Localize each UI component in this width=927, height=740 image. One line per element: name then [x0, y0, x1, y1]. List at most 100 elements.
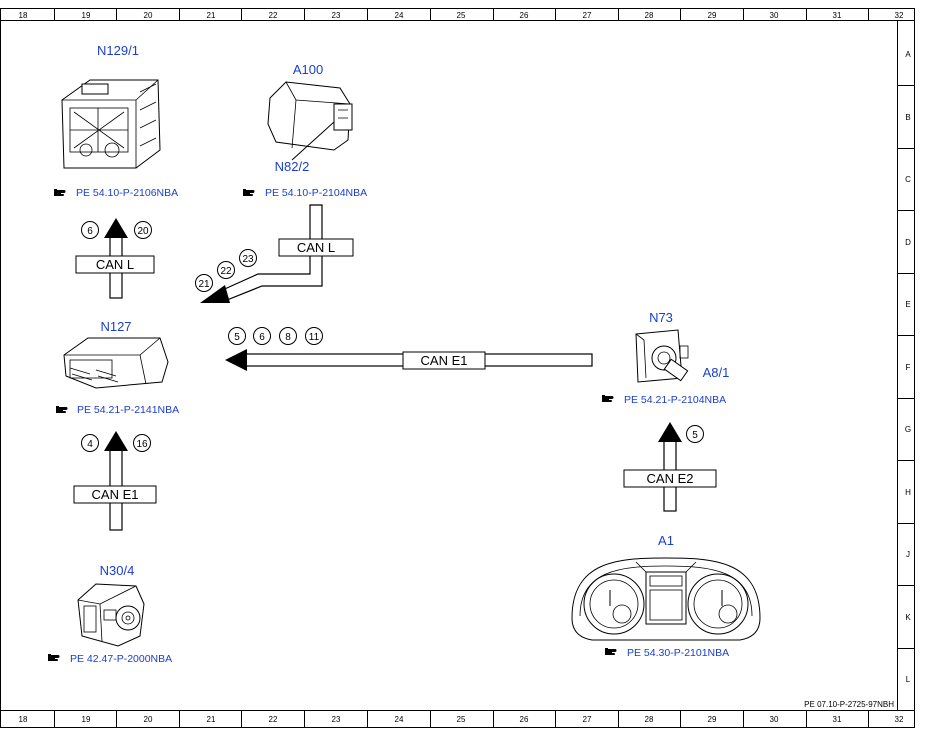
- service-ref-link[interactable]: PE 42.47-P-2000NBA: [70, 653, 172, 665]
- connector-pin: 21: [195, 274, 213, 292]
- ignition-switch-image: [635, 329, 689, 383]
- can-e1-link-horizontal[interactable]: CAN E1 5 6 8 11: [225, 327, 593, 372]
- can-e2-link[interactable]: CAN E2 5: [623, 422, 717, 512]
- control-unit-image: [63, 337, 169, 389]
- component-n30-4[interactable]: N30/4 PE 42.47-P-2000NBA: [48, 563, 172, 665]
- component-a100[interactable]: A100 N82/2 PE 54.10-P-2104NBA: [243, 62, 367, 199]
- hand-pointer-icon: [605, 648, 617, 655]
- connector-pin: 22: [217, 261, 235, 279]
- col-tick: 20: [144, 715, 153, 724]
- hand-pointer-icon: [48, 654, 60, 661]
- bus-label: CAN E1: [92, 487, 139, 502]
- instrument-cluster-image: [571, 557, 761, 641]
- connector-pin: 5: [228, 327, 246, 345]
- row-tick: H: [905, 488, 911, 497]
- service-ref-link[interactable]: PE 54.30-P-2101NBA: [627, 647, 729, 659]
- col-tick: 28: [645, 11, 654, 20]
- can-l-link-diagonal[interactable]: CAN L 21 22 23: [195, 204, 354, 303]
- connector-pin: 5: [686, 425, 704, 443]
- arrow-left-icon: [225, 349, 247, 371]
- component-sub-label: N82/2: [275, 159, 310, 174]
- bus-label: CAN L: [96, 257, 134, 272]
- connector-pin: 23: [239, 249, 257, 267]
- svg-text:6: 6: [87, 226, 93, 237]
- hand-pointer-icon: [54, 189, 66, 196]
- col-tick: 28: [645, 715, 654, 724]
- col-tick: 22: [269, 715, 278, 724]
- service-ref-link[interactable]: PE 54.21-P-2104NBA: [624, 394, 726, 406]
- component-n73[interactable]: N73 A8/1 PE 54.21-P-2104NBA: [602, 310, 729, 406]
- col-tick: 30: [770, 715, 779, 724]
- svg-text:21: 21: [198, 279, 210, 290]
- col-tick: 27: [583, 715, 592, 724]
- col-tick: 19: [82, 715, 91, 724]
- svg-text:5: 5: [692, 430, 698, 441]
- col-tick: 30: [770, 11, 779, 20]
- bus-label: CAN L: [297, 240, 335, 255]
- row-tick: E: [905, 300, 910, 309]
- drawing-frame: [0, 8, 915, 728]
- component-label: N127: [100, 319, 131, 334]
- col-tick: 18: [19, 11, 28, 20]
- row-tick: G: [905, 425, 911, 434]
- component-n129-1[interactable]: N129/1 PE 54.10-P-2106NBA: [54, 43, 178, 199]
- svg-text:8: 8: [285, 332, 291, 343]
- arrow-up-icon: [658, 422, 682, 442]
- component-sub-label: A8/1: [703, 365, 730, 380]
- row-tick: L: [906, 675, 911, 684]
- connector-pin: 6: [81, 221, 99, 239]
- row-tick: F: [906, 363, 911, 372]
- row-tick: C: [905, 175, 911, 184]
- component-n127[interactable]: N127 PE 54.21-P-2141NBA: [56, 319, 179, 416]
- svg-text:22: 22: [220, 266, 232, 277]
- hand-pointer-icon: [243, 189, 255, 196]
- col-tick: 32: [895, 715, 904, 724]
- hand-pointer-icon: [56, 406, 68, 413]
- abs-module-image: [77, 583, 145, 647]
- row-scale-right: A B C D E F G H J K L: [898, 50, 915, 684]
- column-scale-top: 18 19 20 21 22 23 24 25 26 27 28 29 30 3…: [19, 8, 904, 20]
- connector-pin: 11: [305, 327, 323, 345]
- hand-pointer-icon: [602, 395, 614, 402]
- col-tick: 26: [520, 11, 529, 20]
- row-tick: B: [905, 113, 910, 122]
- col-tick: 21: [207, 715, 216, 724]
- can-e1-link-vertical[interactable]: CAN E1 4 16: [73, 431, 157, 531]
- row-tick: K: [905, 613, 911, 622]
- component-label: A1: [658, 533, 674, 548]
- row-tick: D: [905, 238, 911, 247]
- svg-text:4: 4: [87, 439, 93, 450]
- service-ref-link[interactable]: PE 54.10-P-2104NBA: [265, 187, 367, 199]
- col-tick: 21: [207, 11, 216, 20]
- arrow-down-left-icon: [200, 285, 230, 303]
- footer-code: PE 07.10-P-2725-97NBH: [804, 700, 894, 709]
- col-tick: 19: [82, 11, 91, 20]
- svg-text:20: 20: [137, 226, 149, 237]
- service-ref-link[interactable]: PE 54.21-P-2141NBA: [77, 404, 179, 416]
- col-tick: 23: [332, 11, 341, 20]
- svg-text:11: 11: [309, 332, 320, 343]
- column-scale-bottom: 18 19 20 21 22 23 24 25 26 27 28 29 30 3…: [19, 711, 904, 727]
- col-tick: 31: [833, 715, 842, 724]
- connector-pin: 8: [279, 327, 297, 345]
- arrow-up-icon: [104, 218, 128, 238]
- col-tick: 18: [19, 715, 28, 724]
- can-l-link-left[interactable]: CAN L 6 20: [75, 218, 155, 299]
- service-ref-link[interactable]: PE 54.10-P-2106NBA: [76, 187, 178, 199]
- svg-text:23: 23: [242, 254, 254, 265]
- svg-text:6: 6: [259, 332, 265, 343]
- connector-pin: 6: [253, 327, 271, 345]
- col-tick: 22: [269, 11, 278, 20]
- col-tick: 24: [395, 11, 404, 20]
- svg-text:16: 16: [136, 439, 148, 450]
- component-label: N129/1: [97, 43, 139, 58]
- col-tick: 25: [457, 715, 466, 724]
- row-tick: J: [906, 550, 910, 559]
- component-a1[interactable]: A1 PE 54.30-P-2101NBA: [571, 533, 761, 659]
- col-tick: 20: [144, 11, 153, 20]
- col-tick: 27: [583, 11, 592, 20]
- component-label: N30/4: [100, 563, 135, 578]
- col-tick: 29: [708, 11, 717, 20]
